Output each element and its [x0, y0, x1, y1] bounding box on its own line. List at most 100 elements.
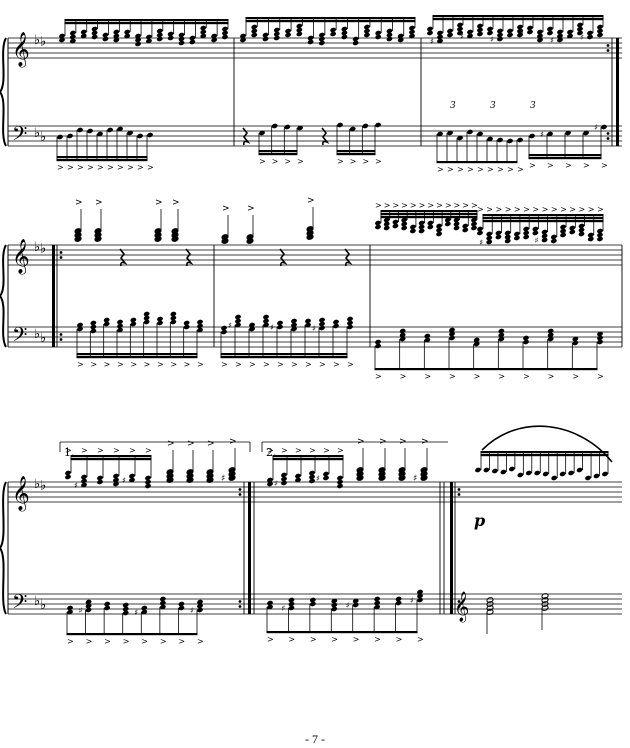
- accent-mark: >: [375, 201, 382, 210]
- accent-mark: >: [399, 437, 407, 447]
- notehead: [532, 230, 539, 236]
- sharp-sign: ♯: [413, 474, 417, 484]
- notehead: [159, 604, 166, 610]
- notehead: [352, 36, 359, 42]
- notehead: [587, 236, 594, 242]
- notehead: [364, 28, 370, 34]
- accent-mark: >: [588, 205, 595, 214]
- repeat-dot: [238, 488, 242, 491]
- notehead: [323, 471, 329, 477]
- accent-mark: >: [495, 205, 502, 214]
- bass-clef: 𝄢: [12, 323, 27, 351]
- notehead: [362, 123, 369, 129]
- notehead: [235, 322, 241, 328]
- key-signature: ♭♭: [34, 126, 46, 145]
- notehead: [386, 28, 393, 34]
- notehead: [427, 26, 433, 32]
- note-chord: >: [166, 439, 175, 483]
- accent-mark: >: [157, 360, 164, 369]
- note-chord: >: [306, 196, 315, 240]
- accent-mark: >: [375, 157, 382, 166]
- accent-mark: >: [347, 360, 354, 369]
- notehead: [547, 30, 553, 36]
- notehead: [523, 230, 530, 236]
- flat-sign: ♭: [40, 130, 46, 145]
- notehead: [593, 473, 600, 479]
- notehead: [547, 332, 554, 338]
- notehead: [183, 320, 190, 326]
- notehead: [444, 217, 451, 223]
- notehead: [567, 29, 573, 35]
- accent-mark: >: [569, 205, 576, 214]
- notehead: [386, 36, 393, 42]
- notehead: [397, 33, 404, 39]
- notehead: [319, 321, 325, 327]
- notehead: [467, 129, 473, 135]
- accent-mark: >: [147, 163, 154, 172]
- notehead: [85, 599, 92, 605]
- notehead: [333, 319, 339, 325]
- flat-sign: ♭: [34, 594, 40, 609]
- accent-mark: >: [462, 201, 469, 210]
- accent-mark: >: [87, 163, 94, 172]
- beamed-note-run: >>♯>>>♯>: [267, 446, 344, 489]
- notehead: [517, 137, 523, 143]
- notehead: [87, 128, 93, 134]
- accent-mark: >: [288, 635, 295, 644]
- notehead: [331, 602, 338, 608]
- notehead: [124, 29, 131, 35]
- note-chord: [541, 593, 549, 630]
- notehead: [541, 593, 549, 599]
- notehead: [127, 130, 133, 136]
- accent-mark: >: [353, 635, 360, 644]
- notehead: [559, 471, 566, 477]
- notehead: [409, 228, 416, 234]
- notehead: [296, 27, 303, 33]
- notehead: [383, 217, 390, 223]
- notehead: [462, 223, 469, 229]
- repeat-dot: [238, 600, 242, 603]
- beam: [220, 353, 348, 356]
- accent-mark: >: [474, 372, 481, 381]
- notehead: [401, 217, 408, 223]
- quarter-rest: [344, 248, 353, 267]
- notehead: [240, 33, 246, 39]
- beam: [245, 17, 416, 20]
- notehead: [541, 597, 549, 603]
- notehead: [597, 335, 603, 341]
- notehead: [263, 322, 269, 328]
- beamed-note-run: >>>>>>>>>>: [56, 126, 154, 172]
- beam: [380, 210, 478, 213]
- notehead: [291, 326, 297, 332]
- notehead: [281, 472, 287, 478]
- notehead: [130, 317, 137, 323]
- notehead: [337, 475, 343, 481]
- notehead: [529, 133, 535, 139]
- notehead: [577, 30, 583, 36]
- notehead: [477, 131, 483, 137]
- accent-mark: >: [117, 360, 124, 369]
- notehead: [514, 235, 520, 241]
- accent-mark: >: [86, 637, 93, 646]
- accent-mark: >: [337, 157, 344, 166]
- notehead: [477, 230, 483, 236]
- notehead: [211, 33, 218, 39]
- notehead: [374, 600, 381, 606]
- accent-mark: >: [104, 360, 111, 369]
- notehead: [267, 604, 273, 610]
- notehead: [178, 32, 185, 38]
- accent-mark: >: [267, 635, 274, 644]
- accent-mark: >: [379, 437, 387, 447]
- notehead: [375, 224, 381, 230]
- flat-sign: ♭: [40, 479, 46, 494]
- accent-mark: >: [437, 165, 444, 174]
- tuplet-number: 3: [450, 101, 456, 111]
- notehead: [576, 467, 583, 473]
- accent-mark: >: [477, 205, 484, 214]
- accent-mark: >: [178, 637, 185, 646]
- notehead: [146, 38, 152, 44]
- notehead: [156, 36, 163, 42]
- flat-sign: ♭: [34, 126, 40, 141]
- flat-sign: ♭: [40, 331, 46, 346]
- notehead: [541, 229, 548, 235]
